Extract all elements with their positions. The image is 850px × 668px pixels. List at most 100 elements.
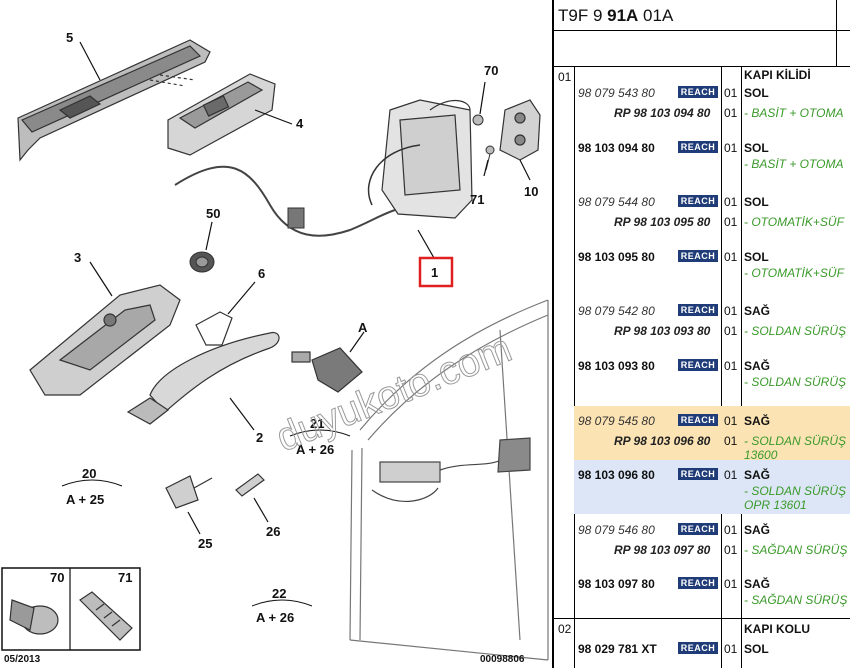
part-number[interactable]: 98 029 781 XT bbox=[578, 642, 657, 656]
variant-description: - SOLDAN SÜRÜŞ bbox=[744, 375, 847, 389]
quantity: 01 bbox=[724, 413, 738, 428]
subheader-divider bbox=[836, 30, 837, 66]
replacement-part-number[interactable]: RP 98 103 097 80 bbox=[614, 542, 711, 557]
callout-5: 5 bbox=[66, 30, 73, 45]
quantity: 01 bbox=[724, 642, 738, 656]
side-label: SAĞ bbox=[744, 522, 771, 537]
inset-screw-70 bbox=[9, 599, 59, 635]
part-number[interactable]: 98 103 094 80 bbox=[578, 140, 655, 155]
part-number[interactable]: 98 079 543 80 bbox=[578, 86, 655, 100]
part-number[interactable]: 98 103 097 80 bbox=[578, 577, 655, 592]
side-label: SOL bbox=[744, 249, 769, 264]
callout-21-sub: A + 26 bbox=[296, 442, 334, 457]
callout-22-sub: A + 26 bbox=[256, 610, 294, 625]
inset-screw-71 bbox=[79, 591, 133, 641]
part-number[interactable]: 98 103 096 80 bbox=[578, 468, 655, 483]
group-id: 01 bbox=[558, 70, 572, 84]
inset-label-70: 70 bbox=[50, 570, 64, 585]
callout-1-highlight bbox=[418, 256, 454, 288]
door-outline bbox=[349, 299, 549, 661]
quantity: 01 bbox=[724, 195, 738, 210]
part-number[interactable]: 98 103 095 80 bbox=[578, 249, 655, 264]
part-25-key[interactable] bbox=[165, 475, 213, 509]
reach-badge: REACH bbox=[678, 86, 718, 98]
callout-20: 20 bbox=[82, 466, 96, 481]
quantity-secondary: 01 bbox=[724, 324, 738, 339]
replacement-part-number[interactable]: RP 98 103 094 80 bbox=[614, 106, 711, 120]
cable bbox=[174, 165, 396, 237]
replacement-part-number[interactable]: RP 98 103 093 80 bbox=[614, 324, 711, 339]
parts-diagram: 5 4 1 70 10 71 50 bbox=[1, 30, 549, 665]
reference-code-bold: 91A bbox=[607, 6, 639, 25]
side-label: SOL bbox=[744, 195, 769, 210]
callout-71: 71 bbox=[470, 192, 484, 207]
part-number[interactable]: 98 079 546 80 bbox=[578, 522, 655, 537]
side-label: SAĞ bbox=[744, 304, 771, 319]
part-4-carrier[interactable] bbox=[167, 73, 276, 156]
part-number[interactable]: 98 079 544 80 bbox=[578, 195, 655, 210]
callout-10: 10 bbox=[524, 184, 538, 199]
group-title: KAPI KOLU bbox=[744, 622, 810, 636]
part-number[interactable]: 98 079 542 80 bbox=[578, 304, 655, 319]
part-26-insert[interactable] bbox=[235, 473, 265, 497]
quantity-secondary: 01 bbox=[724, 433, 738, 448]
variant-description: - BASİT + OTOMA bbox=[744, 106, 844, 120]
door-mechanism bbox=[371, 437, 531, 502]
callout-2: 2 bbox=[256, 430, 263, 445]
reach-badge: REACH bbox=[678, 522, 718, 535]
reach-badge: REACH bbox=[678, 304, 718, 317]
reference-code-prefix: T9F 9 bbox=[558, 6, 608, 25]
side-label: SAĞ bbox=[744, 359, 771, 373]
side-label: SOL bbox=[744, 86, 769, 100]
replacement-part-number[interactable]: RP 98 103 095 80 bbox=[614, 215, 711, 230]
callout-1: 1 bbox=[431, 265, 438, 280]
col-line-desc bbox=[741, 66, 742, 668]
callout-20-sub: A + 25 bbox=[66, 492, 104, 507]
reach-badge: REACH bbox=[678, 249, 718, 262]
quantity: 01 bbox=[724, 140, 738, 155]
side-label: SOL bbox=[744, 642, 769, 656]
reach-badge: REACH bbox=[678, 195, 718, 208]
reach-badge: REACH bbox=[678, 359, 718, 371]
reach-badge: REACH bbox=[678, 140, 718, 153]
col-line-group bbox=[574, 66, 575, 668]
variant-description-extra: 13600 bbox=[744, 447, 778, 462]
diagram-canvas: 5 4 1 70 10 71 50 bbox=[1, 30, 549, 665]
part-10-striker[interactable] bbox=[499, 99, 541, 161]
quantity: 01 bbox=[724, 577, 738, 592]
group-id: 02 bbox=[558, 622, 572, 636]
part-3-frame[interactable] bbox=[29, 284, 181, 396]
callout-3: 3 bbox=[74, 250, 81, 265]
quantity-secondary: 01 bbox=[724, 215, 738, 230]
drawing-ref: 00098806 bbox=[480, 654, 525, 665]
quantity: 01 bbox=[724, 522, 738, 537]
part-number[interactable]: 98 103 093 80 bbox=[578, 359, 655, 373]
part-50-grommet[interactable] bbox=[189, 251, 215, 273]
part-2-handle[interactable] bbox=[126, 331, 280, 425]
quantity: 01 bbox=[724, 249, 738, 264]
reach-badge: REACH bbox=[678, 577, 718, 590]
callout-21: 21 bbox=[310, 416, 324, 431]
quantity: 01 bbox=[724, 468, 738, 483]
quantity-secondary: 01 bbox=[724, 542, 738, 557]
part-70-screw[interactable] bbox=[472, 114, 484, 126]
side-label: SAĞ bbox=[744, 468, 771, 483]
replacement-part-number[interactable]: RP 98 103 096 80 bbox=[614, 433, 711, 448]
part-71-screw[interactable] bbox=[485, 145, 495, 171]
date-stamp: 05/2013 bbox=[4, 654, 41, 665]
variant-description: - SAĞDAN SÜRÜŞ bbox=[744, 593, 848, 608]
header-divider bbox=[836, 0, 837, 30]
callout-4: 4 bbox=[296, 116, 304, 131]
reference-header: T9F 9 91A 01A bbox=[554, 0, 850, 31]
variant-description: - OTOMATİK+SÜF bbox=[744, 215, 844, 230]
side-label: SAĞ bbox=[744, 413, 771, 428]
part-1-lock[interactable] bbox=[367, 99, 473, 219]
part-5-trim[interactable] bbox=[17, 39, 211, 162]
inset-label-71: 71 bbox=[118, 570, 132, 585]
part-a-cylinder[interactable] bbox=[291, 347, 363, 393]
part-number[interactable]: 98 079 545 80 bbox=[578, 413, 655, 428]
variant-description-extra: OPR 13601 bbox=[744, 498, 807, 513]
col-line-qty bbox=[721, 66, 722, 668]
part-6-gasket[interactable] bbox=[195, 311, 233, 346]
